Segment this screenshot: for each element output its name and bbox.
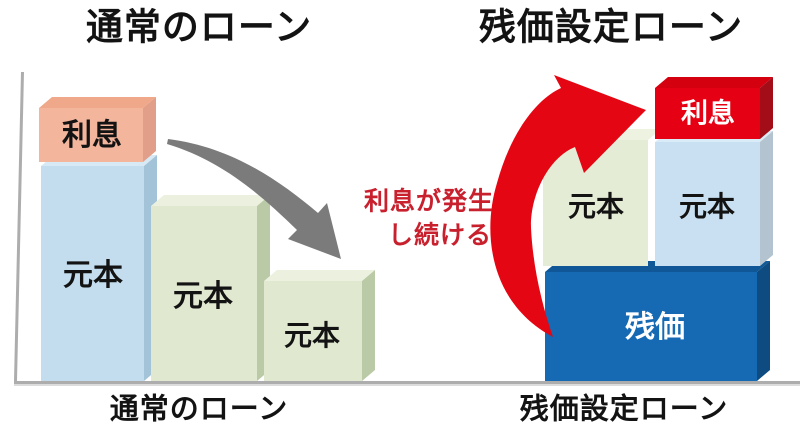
annotation-line2: し続ける	[387, 221, 493, 250]
annotation-line1: 利息が発生	[363, 187, 495, 216]
left-bar1-interest-block	[39, 97, 156, 162]
right-interest-block	[655, 77, 773, 139]
curved-recurring-arrow-icon	[490, 75, 646, 337]
left-bar3-principal-block	[264, 270, 375, 381]
right-principal-blue-label: 元本	[678, 191, 736, 222]
right-chart-caption: 残価設定ローン	[519, 393, 729, 426]
curved-decreasing-arrow-icon	[167, 139, 341, 259]
left-bar3-principal-label: 元本	[283, 320, 341, 351]
baseline	[14, 381, 800, 385]
right-principal-green-label: 元本	[567, 191, 625, 222]
right-residual-block	[545, 261, 770, 381]
left-bar1-interest-label: 利息	[62, 119, 122, 152]
left-bar1-principal-label: 元本	[63, 259, 123, 292]
baseline-shadow	[14, 384, 800, 386]
right-chart-title: 残価設定ローン	[478, 6, 744, 48]
left-chart-caption: 通常のローン	[109, 393, 289, 426]
left-y-axis	[14, 72, 24, 381]
right-residual-label: 残価	[625, 311, 685, 344]
right-interest-label: 利息	[681, 98, 735, 129]
left-bar2-principal-label: 元本	[173, 280, 233, 313]
left-chart-title: 通常のローン	[85, 6, 313, 48]
